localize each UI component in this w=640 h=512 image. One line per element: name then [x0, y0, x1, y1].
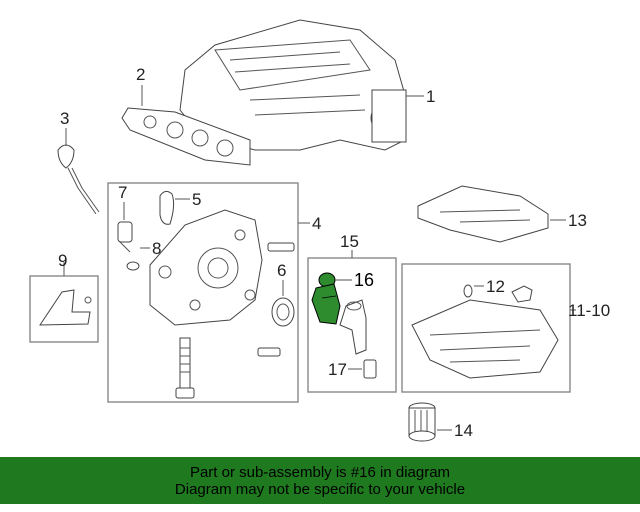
oil-filter-part[interactable]	[408, 402, 436, 442]
oil-pump-part[interactable]	[149, 209, 263, 326]
callout-2: 2	[136, 65, 145, 84]
callout-9: 9	[58, 251, 67, 270]
callout-3: 3	[60, 109, 69, 128]
callout-12: 12	[486, 277, 505, 296]
callout-7: 7	[118, 183, 127, 202]
callout-14: 14	[454, 421, 473, 440]
sensor-part-7[interactable]	[117, 221, 133, 253]
callout-1: 1	[426, 87, 435, 106]
callout-8: 8	[152, 239, 161, 258]
banner-line-1: Part or sub-assembly is #16 in diagram	[189, 463, 451, 481]
oil-pan-part[interactable]	[411, 299, 559, 379]
info-banner: Part or sub-assembly is #16 in diagram D…	[0, 457, 640, 504]
highlighted-part-16[interactable]	[311, 272, 341, 325]
o-ring-part-12[interactable]	[463, 284, 473, 298]
seal-part-6[interactable]	[271, 297, 295, 327]
callout-15: 15	[340, 232, 359, 251]
callout-4: 4	[312, 214, 321, 233]
washer-part-8[interactable]	[126, 261, 140, 271]
o-ring-part-5[interactable]	[159, 190, 175, 225]
banner-line-2: Diagram may not be specific to your vehi…	[174, 480, 466, 498]
oil-pan-group-box	[401, 263, 571, 393]
sensor-part-12b[interactable]	[511, 285, 533, 303]
callout-5: 5	[192, 190, 201, 209]
dipstick-part[interactable]	[57, 144, 100, 215]
callout-11-10: 11-10	[568, 301, 610, 320]
callout-13: 13	[568, 211, 587, 230]
callout-17: 17	[328, 360, 347, 379]
plug-part-17[interactable]	[363, 359, 377, 379]
bracket-part[interactable]	[39, 289, 92, 326]
intake-manifold-part[interactable]	[179, 19, 407, 151]
callout-16: 16	[354, 270, 374, 290]
manifold-gasket-part[interactable]	[121, 107, 251, 166]
oil-pump-group-box	[107, 182, 299, 403]
oil-strainer-part[interactable]	[339, 299, 367, 355]
callout-6: 6	[277, 261, 286, 280]
bolt-parts[interactable]	[175, 242, 295, 399]
splash-shield-part[interactable]	[417, 185, 549, 243]
